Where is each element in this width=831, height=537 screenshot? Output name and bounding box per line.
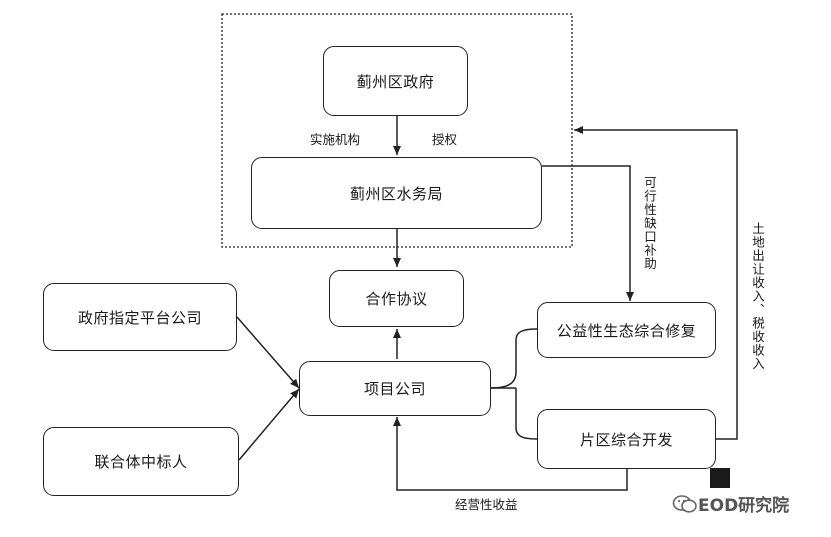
consortium-node: 联合体中标人 <box>43 427 239 496</box>
arrow-viability-gap <box>542 165 634 301</box>
district-government-node: 蓟州区政府 <box>323 46 468 116</box>
project-company-label: 项目公司 <box>363 380 426 398</box>
area-development-label: 片区综合开发 <box>579 430 673 449</box>
water-bureau-node: 蓟州区水务局 <box>251 157 542 229</box>
eco-restoration-label: 公益性生态综合修复 <box>556 321 697 340</box>
platform-company-label: 政府指定平台公司 <box>77 308 202 327</box>
land-tax-revenue-edge-label: 土地出让收入、税收收入 <box>750 222 765 371</box>
project-company-node: 项目公司 <box>299 361 491 416</box>
wechat-icon <box>672 494 697 513</box>
viability-gap-edge-label: 可行性缺口补助 <box>642 176 657 271</box>
implementer-edge-label: 实施机构 <box>310 132 361 147</box>
corner-mark <box>710 468 730 488</box>
district-government-label: 蓟州区政府 <box>356 72 435 91</box>
operating-income-edge-label: 经营性收益 <box>455 497 518 512</box>
eco-restoration-node: 公益性生态综合修复 <box>537 302 716 358</box>
water-bureau-label: 蓟州区水务局 <box>349 184 443 203</box>
consortium-label: 联合体中标人 <box>94 453 188 471</box>
arrow-consortium-to-company <box>238 388 300 461</box>
area-development-node: 片区综合开发 <box>537 409 716 469</box>
arrow-operating-income <box>393 417 628 491</box>
arrow-land-tax-revenue <box>574 126 738 440</box>
watermark: EOD研究院 <box>672 491 789 516</box>
authorize-edge-label: 授权 <box>432 132 458 147</box>
brace-connector <box>490 328 538 440</box>
cooperation-agreement-node: 合作协议 <box>329 270 464 327</box>
cooperation-agreement-label: 合作协议 <box>365 290 428 308</box>
platform-company-node: 政府指定平台公司 <box>43 283 237 351</box>
arrow-platform-to-company <box>236 316 300 389</box>
watermark-text: EOD研究院 <box>698 496 790 516</box>
